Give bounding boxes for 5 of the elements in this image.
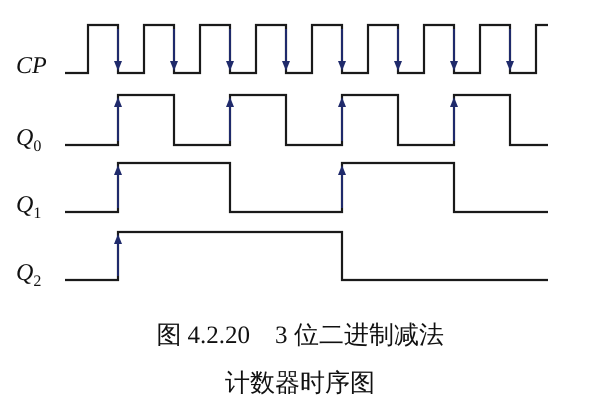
signal-name: Q$_{0}$	[16, 125, 42, 157]
signal-name: CP	[16, 53, 47, 79]
signal-name: Q$_{1}$	[16, 192, 42, 224]
signal-name: Q$_{2}$	[16, 260, 42, 292]
caption: 图 4.2.20 3 位二进制减法计数器时序图	[155, 321, 445, 399]
